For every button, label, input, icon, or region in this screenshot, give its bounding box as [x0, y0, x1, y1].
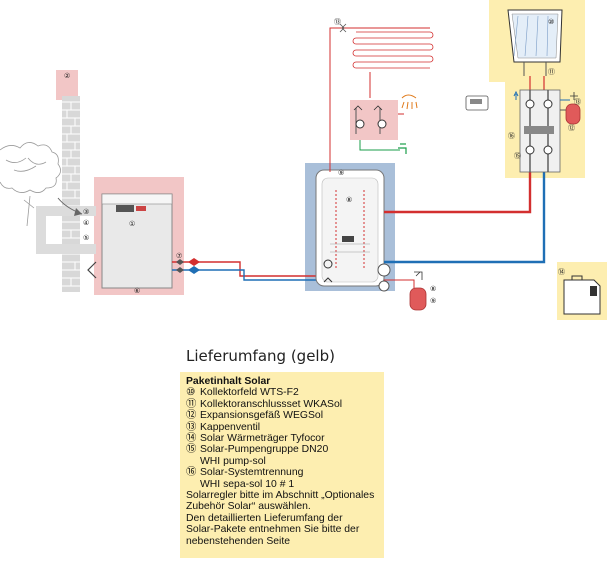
marker-3: ③	[83, 208, 89, 216]
legend-item-number: ⑮	[186, 444, 197, 456]
marker-9-tank: ⑨	[338, 169, 344, 177]
legend-item-number: ⑬	[186, 421, 197, 433]
legend-note-line: Den detaillierten Lieferumfang der	[186, 512, 343, 524]
solar-collector-icon	[507, 9, 563, 90]
solar-pump-group-icon	[513, 89, 570, 173]
solar-fluid-canister-icon	[563, 275, 601, 315]
solar-package-legend: Paketinhalt Solar ⑩ Kollektorfeld WTS-F2…	[180, 372, 384, 558]
legend-item-number: ⑯	[186, 467, 197, 479]
legend-item-subtext: WHI pump-sol	[200, 455, 266, 467]
air-duct	[36, 197, 96, 254]
marker-4: ④	[83, 219, 89, 227]
legend-item-number: ⑭	[186, 433, 197, 445]
legend-item-number: ⑪	[186, 398, 197, 410]
legend-item-text: Kappenventil	[200, 421, 261, 433]
legend-note-line: nebenstehenden Seite	[186, 535, 290, 547]
legend-item-text: Expansionsgefäß WEGSol	[200, 410, 324, 422]
legend-item: ⑪ Kollektoranschlussset WKASol	[186, 399, 378, 410]
legend-item-text: Solar Wärmeträger Tyfocor	[200, 433, 325, 445]
marker-15: ⑮	[514, 152, 521, 160]
legend-item: ⑫ Expansionsgefäß WEGSol	[186, 410, 378, 421]
legend-item-text: Kollektoranschlussset WKASol	[200, 398, 343, 410]
marker-2: ②	[64, 72, 70, 80]
marker-13: ⑬	[574, 98, 581, 106]
marker-7: ⑦	[176, 252, 182, 260]
legend-item: ⑭ Solar Wärmeträger Tyfocor	[186, 433, 378, 444]
brick-wall	[62, 96, 80, 292]
legend-item-text: Solar-Systemtrennung	[200, 467, 304, 479]
legend-item-text: Kollektorfeld WTS-F2	[200, 387, 299, 399]
storage-tank	[315, 169, 391, 292]
marker-5: ⑤	[83, 234, 89, 242]
legend-item-subtext: WHI sepa-sol 10 # 1	[200, 478, 295, 490]
marker-14: ⑭	[558, 268, 565, 276]
mixing-valve-group	[350, 100, 404, 151]
legend-item-text: Solar-Pumpengruppe DN20	[200, 444, 329, 456]
solar-controller-icon	[465, 95, 489, 111]
heat-pump-pipes	[172, 258, 318, 281]
solar-circuit-pipes	[384, 160, 546, 264]
marker-8: ⑧	[430, 285, 436, 293]
shower-icon	[401, 94, 418, 110]
marker-6: ⑥	[134, 287, 140, 295]
legend-note-line: Zubehör Solar“ auswählen.	[186, 501, 311, 513]
marker-8-tank: ⑧	[346, 196, 352, 204]
expansion-vessel	[384, 271, 427, 311]
legend-item: ⑯ Solar-Systemtrennung	[186, 467, 378, 478]
legend-note-line: Solar-Pakete entnehmen Sie bitte der	[186, 524, 360, 536]
marker-10: ⑩	[548, 18, 554, 26]
legend-item-number: ⑩	[186, 387, 196, 399]
legend-item: ⑩ Kollektorfeld WTS-F2	[186, 387, 378, 398]
marker-9: ⑨	[430, 297, 436, 305]
wall-bracket-zone	[56, 70, 78, 100]
marker-13-valve: ⑬	[334, 18, 341, 26]
legend-title: Paketinhalt Solar	[186, 376, 271, 387]
tap-icon	[398, 143, 407, 154]
domestic-hot-water-pipe	[329, 23, 434, 172]
marker-12: ⑫	[568, 124, 575, 132]
legend-item: ⑮ Solar-Pumpengruppe DN20	[186, 444, 378, 455]
legend-item-number: ⑫	[186, 410, 197, 422]
solar-expansion-vessel	[560, 92, 581, 125]
legend-note-line: Solarregler bitte im Abschnitt „Optional…	[186, 490, 375, 502]
heat-pump-unit	[87, 193, 173, 289]
marker-1: ①	[129, 220, 135, 228]
tree-sketch-icon	[0, 142, 61, 227]
marker-16: ⑯	[508, 132, 515, 140]
delivery-scope-caption: Lieferumfang (gelb)	[186, 347, 335, 365]
marker-11: ⑪	[548, 68, 555, 76]
legend-item: ⑬ Kappenventil	[186, 422, 378, 433]
